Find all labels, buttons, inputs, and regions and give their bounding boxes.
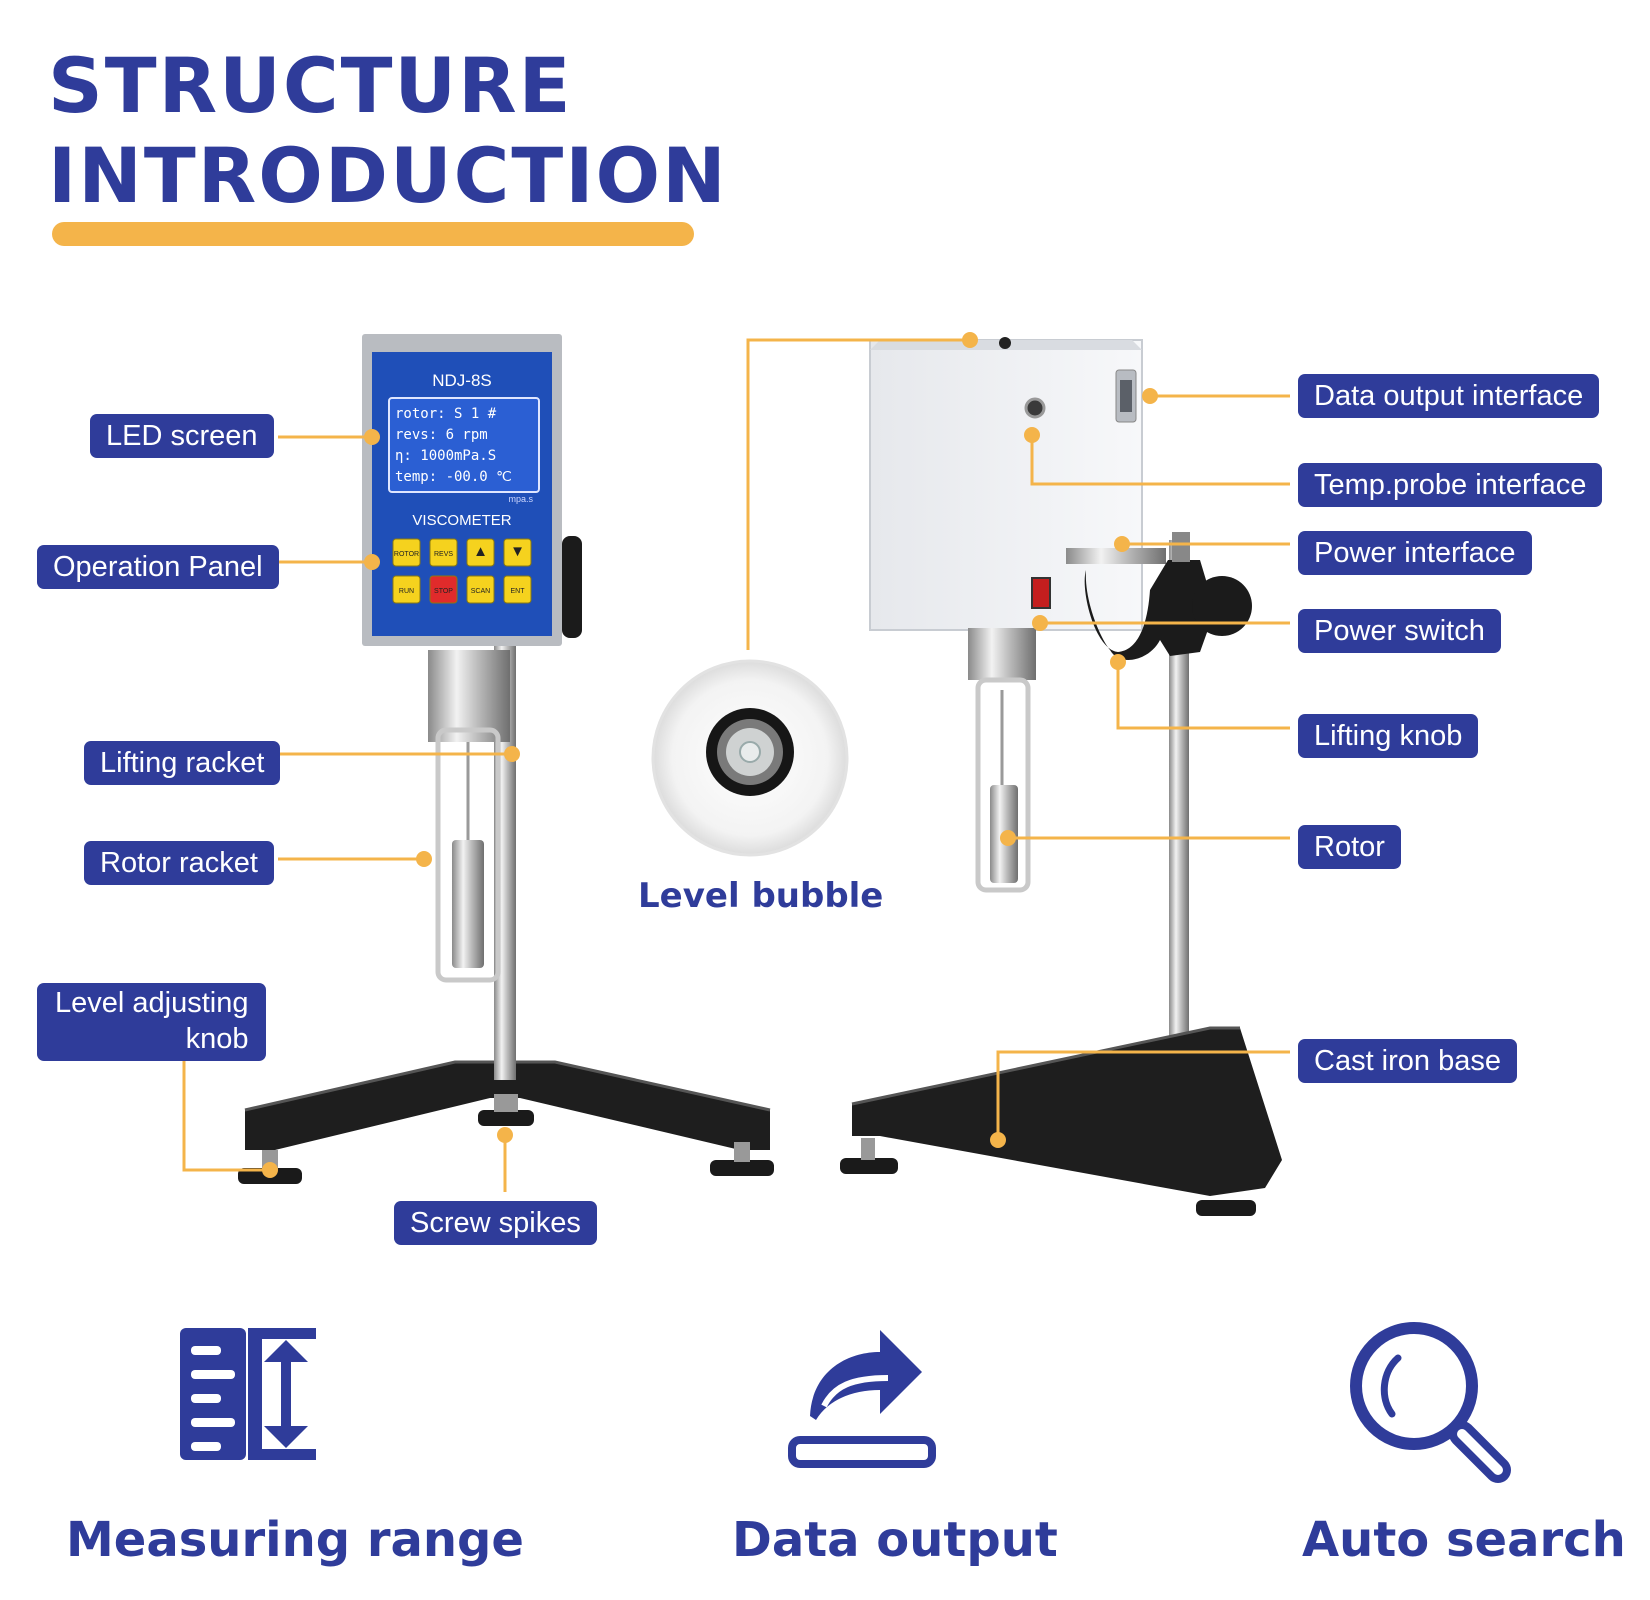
label-power-interface: Power interface [1298, 531, 1532, 575]
label-power-switch: Power switch [1298, 609, 1501, 653]
keypad-button-label: ROTOR [394, 551, 419, 558]
keypad-button [466, 575, 495, 604]
ruler-icon [180, 1328, 316, 1460]
leader-lines [182, 338, 1290, 1192]
model-name: NDJ-8S [432, 371, 492, 390]
keypad-button-label: RUN [399, 588, 414, 595]
search-icon [1350, 1322, 1511, 1483]
label-level-adjusting-knob: Level adjusting knob [37, 983, 267, 1061]
feature-data-output: Data output [732, 1512, 1058, 1568]
right-viscometer [840, 337, 1282, 1216]
keypad-button-label: ENT [511, 588, 526, 595]
keypad-button-label: REVS [434, 551, 453, 558]
label-operation-panel: Operation Panel [37, 545, 279, 589]
keypad-button [392, 575, 421, 604]
panel-name: VISCOMETER [412, 512, 511, 529]
label-lifting-knob: Lifting knob [1298, 714, 1479, 758]
label-level-knob-line-2: knob [185, 1023, 249, 1055]
label-level-knob-line-1: Level adjusting [55, 987, 249, 1019]
level-bubble-closeup [651, 659, 849, 857]
keypad-button-label: SCAN [471, 588, 490, 595]
keypad-button-label: ▲ [473, 543, 488, 560]
keypad-button [503, 538, 532, 567]
left-viscometer: NDJ-8S rotor: S 1 # revs: 6 rpm η: 1000m… [238, 334, 774, 1184]
share-icon [788, 1330, 936, 1468]
keypad-button [429, 538, 458, 567]
level-bubble-caption: Level bubble [638, 876, 884, 916]
label-data-output-interface: Data output interface [1298, 374, 1600, 418]
keypad-button-label: STOP [434, 588, 453, 595]
screen-row-3: η: 1000mPa.S [395, 448, 496, 464]
keypad-button [429, 575, 458, 604]
feature-auto-search: Auto search [1302, 1512, 1626, 1568]
keypad-button [466, 538, 495, 567]
label-screw-spikes: Screw spikes [394, 1201, 597, 1245]
label-rotor-racket: Rotor racket [84, 841, 274, 885]
title-underline [52, 222, 694, 246]
feature-measuring-range: Measuring range [66, 1512, 524, 1568]
title-line-2: INTRODUCTION [48, 131, 728, 220]
screen-row-4: temp: -00.0 ℃ [395, 469, 512, 485]
label-lifting-racket: Lifting racket [84, 741, 281, 785]
leader-dots [262, 332, 1158, 1178]
keypad-button-label: ▼ [510, 543, 525, 560]
label-rotor: Rotor [1298, 825, 1401, 869]
title-line-1: STRUCTURE [48, 41, 573, 130]
label-temp-probe-interface: Temp.probe interface [1298, 463, 1603, 507]
screen-unit: mpa.s [508, 494, 533, 504]
keypad-button [503, 575, 532, 604]
keypad-button [392, 538, 421, 567]
screen-row-2: revs: 6 rpm [395, 427, 488, 443]
label-led-screen: LED screen [90, 414, 274, 458]
screen-row-1: rotor: S 1 # [395, 406, 497, 422]
label-cast-iron-base: Cast iron base [1298, 1039, 1517, 1083]
